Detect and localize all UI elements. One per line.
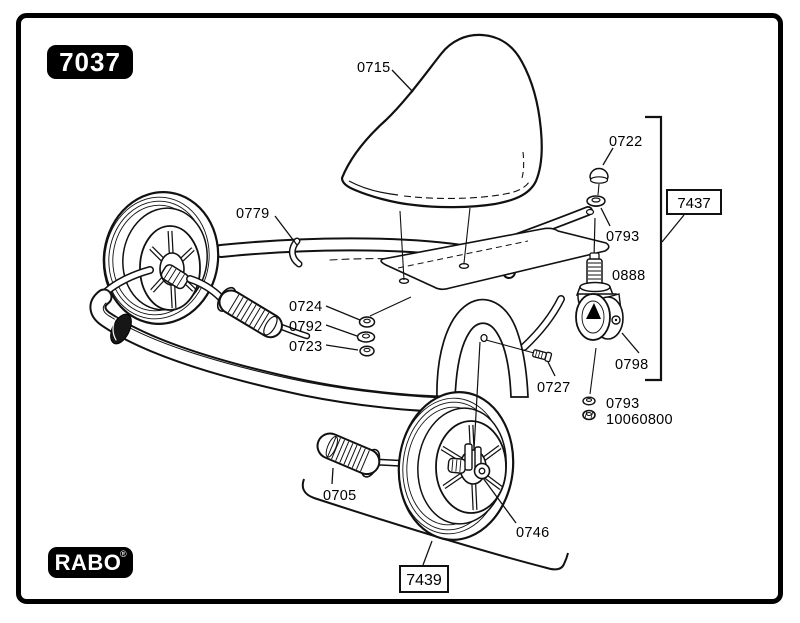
- part-label-0793-top: 0793: [606, 229, 639, 245]
- leader-0715: [391, 69, 414, 93]
- brand-logo: RABO ®: [48, 547, 133, 578]
- screw-0727: [485, 339, 553, 363]
- caster-stem-0888: [586, 252, 603, 286]
- assembly-bracket-7437: [645, 115, 663, 382]
- box-label-7437: 7437: [677, 195, 710, 212]
- front-bumper: [89, 288, 456, 413]
- caster-assembly: [575, 167, 624, 421]
- box-7437: 7437: [661, 189, 722, 243]
- leader-0727: [547, 361, 556, 377]
- caster-wheel-0798: [575, 281, 624, 341]
- brand-logo-text: RABO: [55, 550, 122, 575]
- rear-fork: [436, 298, 529, 400]
- leader-0723: [325, 344, 359, 351]
- hardware-stack: [356, 296, 412, 357]
- part-label-0798: 0798: [615, 357, 648, 373]
- box-label-7439: 7439: [406, 572, 442, 589]
- leader-0724: [325, 305, 361, 321]
- leader-0792: [325, 324, 358, 337]
- leader-0705: [331, 467, 334, 485]
- part-label-0792: 0792: [289, 319, 322, 335]
- leader-lines: [274, 69, 640, 524]
- leader-0793-top: [600, 207, 611, 227]
- seat-bolt-lines: [399, 207, 471, 281]
- part-label-0727: 0727: [537, 380, 570, 396]
- seat: [340, 33, 543, 281]
- model-badge: 7037: [47, 45, 133, 79]
- part-label-0779: 0779: [236, 206, 269, 222]
- part-label-0715: 0715: [357, 60, 390, 76]
- seat-mounting-plate: [380, 227, 610, 291]
- assembly-bracket-7439: [301, 478, 569, 571]
- leader-0779: [274, 215, 298, 246]
- box-7439: 7439: [399, 540, 449, 593]
- leader-0798: [621, 332, 640, 354]
- registered-trademark-icon: ®: [120, 549, 127, 559]
- leader-0722: [602, 147, 614, 166]
- front-pedal-grip: [216, 286, 283, 339]
- part-label-0723: 0723: [289, 339, 322, 355]
- part-label-0746: 0746: [516, 525, 549, 541]
- part-label-0722: 0722: [609, 134, 642, 150]
- model-badge-text: 7037: [59, 47, 121, 77]
- rear-wheel: [397, 391, 515, 541]
- caster-triangle-mark: [586, 303, 601, 319]
- pedal-crank: [102, 264, 311, 340]
- part-label-0793-bottom: 0793: [606, 396, 639, 412]
- page-border: [16, 13, 783, 604]
- wheel-alignment-line: [473, 341, 481, 451]
- front-wheel: [102, 191, 220, 325]
- part-label-0705: 0705: [323, 488, 356, 504]
- part-label-10060800: 10060800: [606, 412, 673, 428]
- part-label-0888: 0888: [612, 268, 645, 284]
- pedal-grip-0705: [316, 432, 381, 478]
- leader-0746: [482, 477, 517, 524]
- part-label-0724: 0724: [289, 299, 322, 315]
